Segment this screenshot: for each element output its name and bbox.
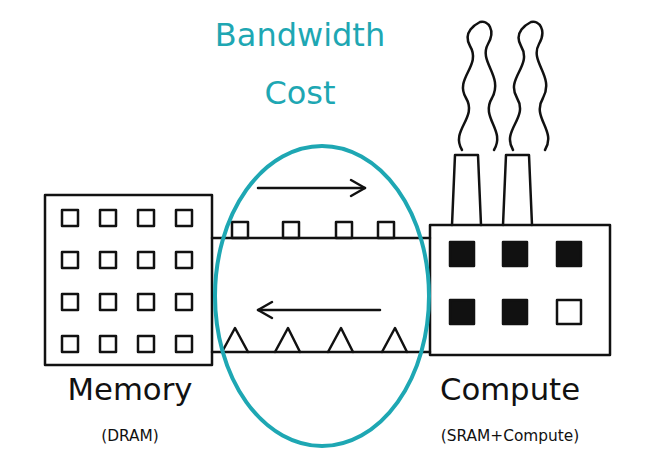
memory-windows (62, 210, 192, 352)
flow-arrow (258, 302, 380, 318)
node-subtitle: (SRAM+Compute) (415, 427, 605, 445)
node-title: Memory (40, 371, 220, 407)
compute-node: Compute (SRAM+Compute) (415, 195, 605, 457)
compute-factory (430, 225, 610, 355)
data-packets (232, 222, 394, 238)
node-title: Compute (415, 371, 605, 407)
highlight-ellipse (215, 146, 429, 446)
flow-arrow (258, 180, 365, 196)
region-label: Bandwidth Cost (205, 6, 395, 122)
compute-windows (450, 242, 581, 324)
chimney (452, 155, 481, 225)
pipe-line (212, 351, 430, 354)
memory-node: Memory (DRAM) (40, 195, 220, 457)
node-subtitle: (DRAM) (40, 427, 220, 445)
smoke (510, 22, 548, 150)
smoke (459, 22, 497, 150)
memory-building (45, 195, 212, 365)
chimney (503, 155, 532, 225)
result-packets (222, 328, 407, 352)
